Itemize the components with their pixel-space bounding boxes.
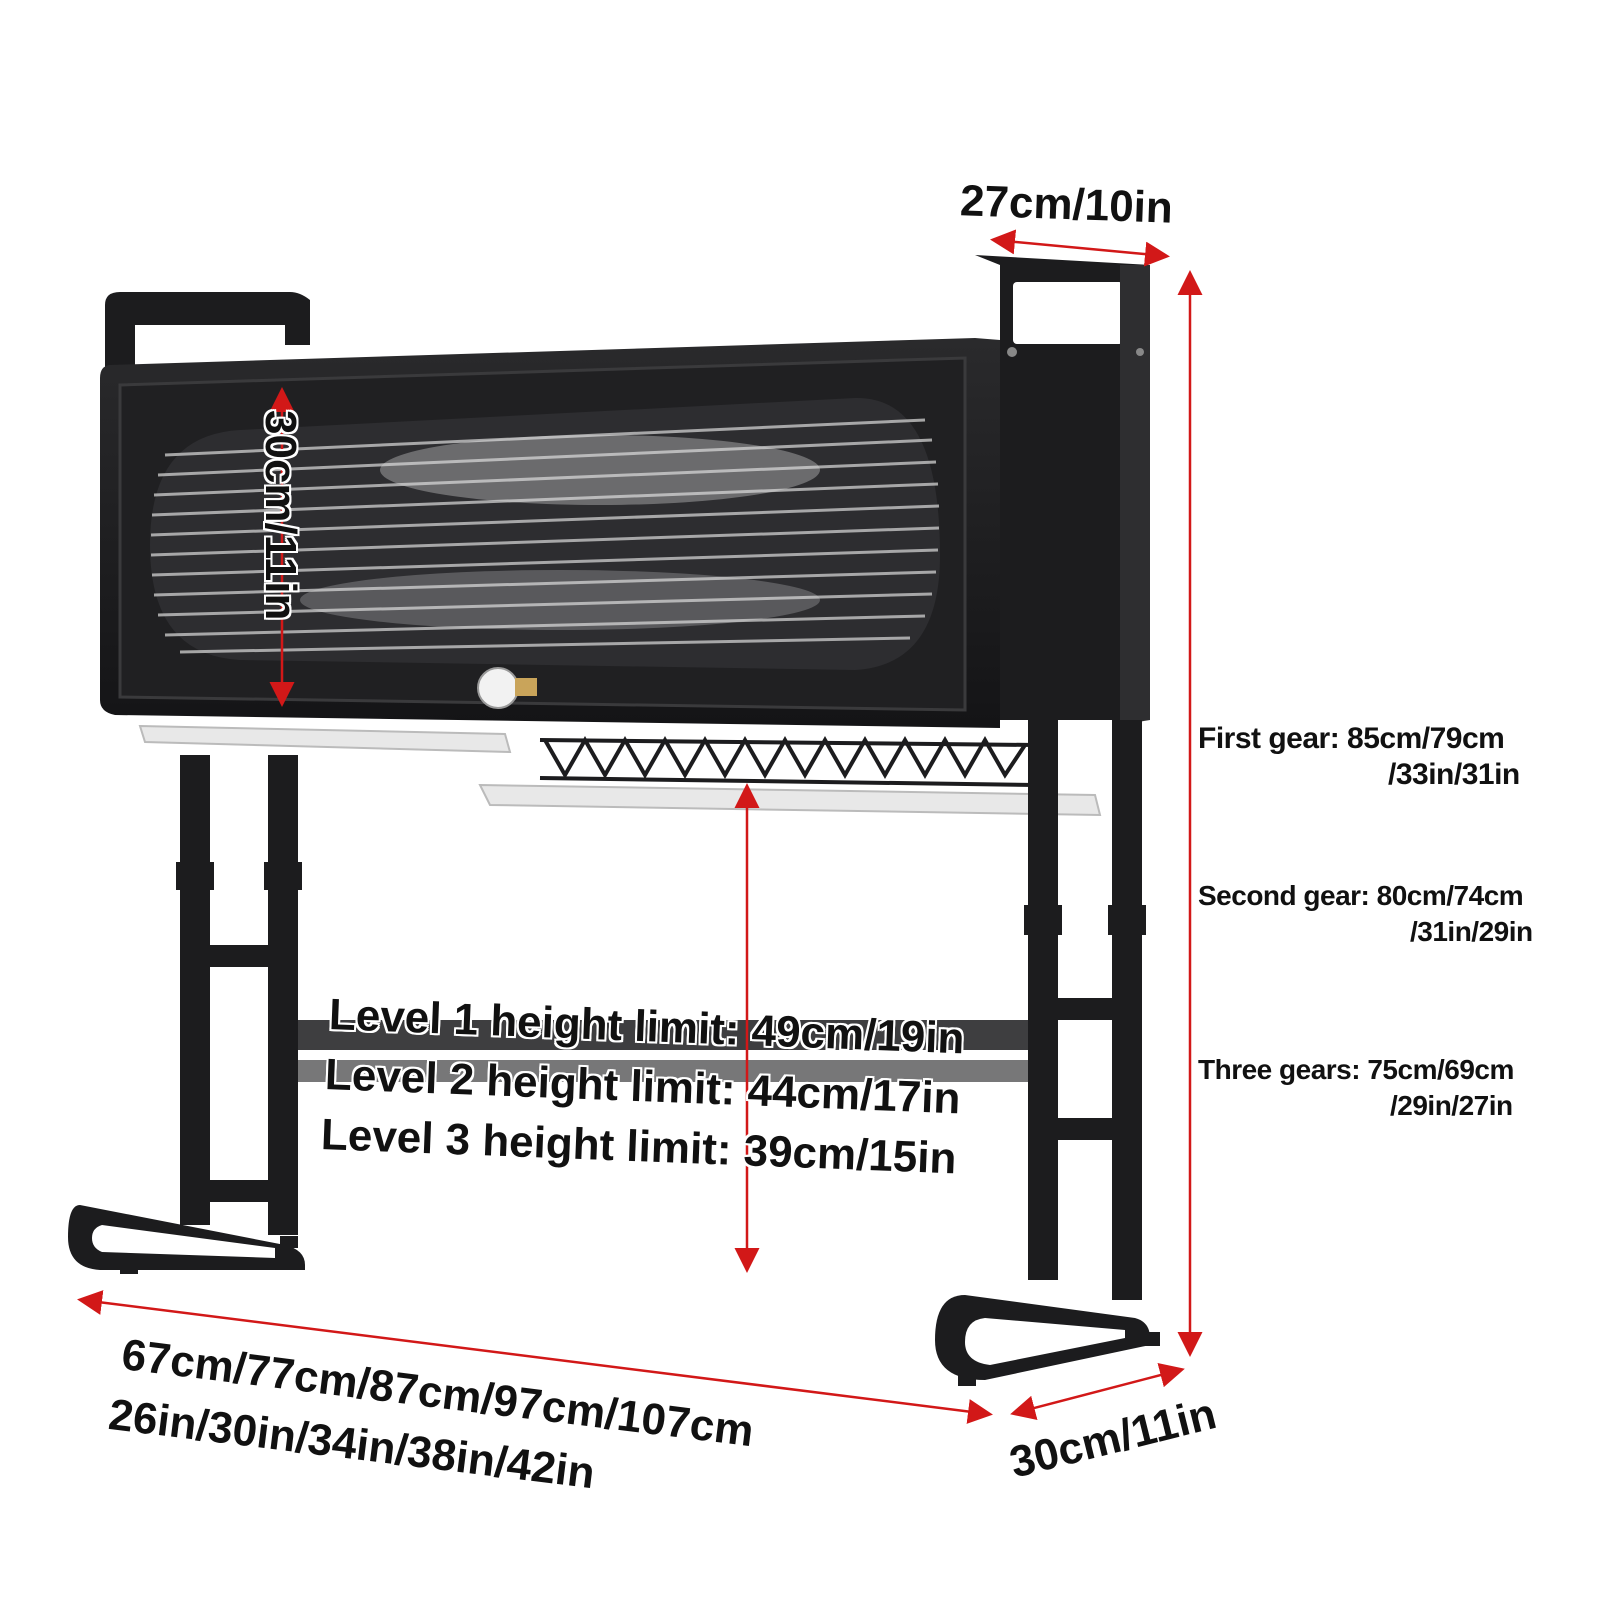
arrow-top-depth — [990, 229, 1170, 267]
right-side-panel — [975, 255, 1150, 725]
cabinet — [100, 338, 1000, 728]
right-legs — [935, 720, 1160, 1386]
arrow-width — [77, 1290, 993, 1424]
first-gear-label: First gear: 85cm/79cm — [1198, 722, 1505, 755]
third-gear-label: Three gears: 75cm/69cm — [1198, 1054, 1514, 1085]
arrow-bottom-depth — [1010, 1362, 1185, 1421]
second-gear-label: Second gear: 80cm/74cm — [1198, 880, 1524, 911]
top-depth-label: 27cm/10in — [959, 176, 1174, 233]
drip-trays — [138, 724, 1102, 817]
cabinet-height-label: 30cm/11in — [256, 410, 305, 621]
left-legs — [68, 755, 1028, 1274]
second-gear-inches-label: /31in/29in — [1410, 916, 1533, 947]
dimension-arrows — [77, 229, 1203, 1424]
third-gear-inches-label: /29in/27in — [1390, 1090, 1513, 1121]
first-gear-inches-label: /33in/31in — [1388, 758, 1520, 791]
